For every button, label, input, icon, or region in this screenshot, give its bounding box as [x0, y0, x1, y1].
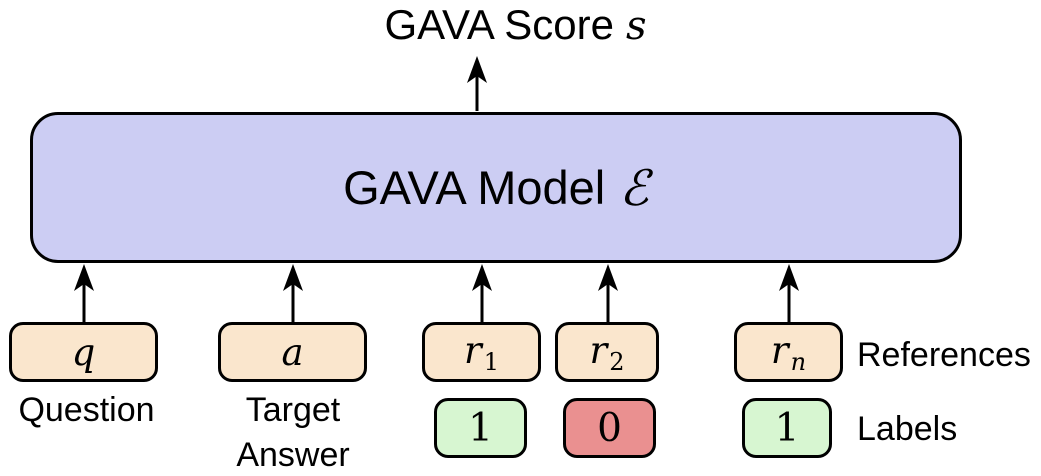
title-text: GAVA Score	[384, 1, 614, 48]
label-box-reference-2: 0	[563, 398, 656, 458]
arrow-a-to-model-icon	[283, 264, 303, 322]
input-box-answer: a	[218, 322, 367, 382]
arrow-model-to-score-icon	[467, 56, 487, 111]
model-symbol: ℰ	[619, 160, 649, 217]
arrow-rn-to-model-icon	[779, 264, 799, 322]
arrow-q-to-model-icon	[74, 264, 94, 322]
caption-labels: Labels	[857, 410, 958, 448]
label-box-reference-n: 1	[742, 398, 832, 458]
reference-1-symbol: r1	[464, 328, 499, 376]
model-label: GAVA Model	[343, 161, 606, 214]
gava-model-box: GAVA Model ℰ	[30, 112, 962, 263]
label-box-reference-1: 1	[434, 398, 527, 458]
label-value-1: 1	[468, 405, 493, 451]
question-symbol: q	[71, 330, 96, 374]
caption-target-answer: Target Answer	[218, 388, 368, 476]
score-symbol: s	[626, 3, 647, 49]
caption-question: Question	[18, 391, 155, 429]
input-box-reference-1: r1	[422, 322, 541, 382]
answer-symbol: a	[281, 330, 304, 374]
arrow-r2-to-model-icon	[598, 264, 618, 322]
label-value-2: 0	[597, 405, 622, 451]
caption-target-line2: Answer	[236, 436, 350, 474]
input-box-question: q	[9, 322, 158, 382]
input-box-reference-n: rn	[734, 322, 843, 382]
caption-references: References	[857, 336, 1031, 374]
label-value-n: 1	[774, 405, 800, 451]
diagram-title: GAVA Score s	[0, 1, 1031, 49]
input-box-reference-2: r2	[555, 322, 659, 382]
caption-target-line1: Target	[245, 391, 341, 429]
reference-n-symbol: rn	[770, 328, 807, 376]
reference-2-symbol: r2	[589, 328, 625, 376]
arrow-r1-to-model-icon	[472, 264, 492, 322]
